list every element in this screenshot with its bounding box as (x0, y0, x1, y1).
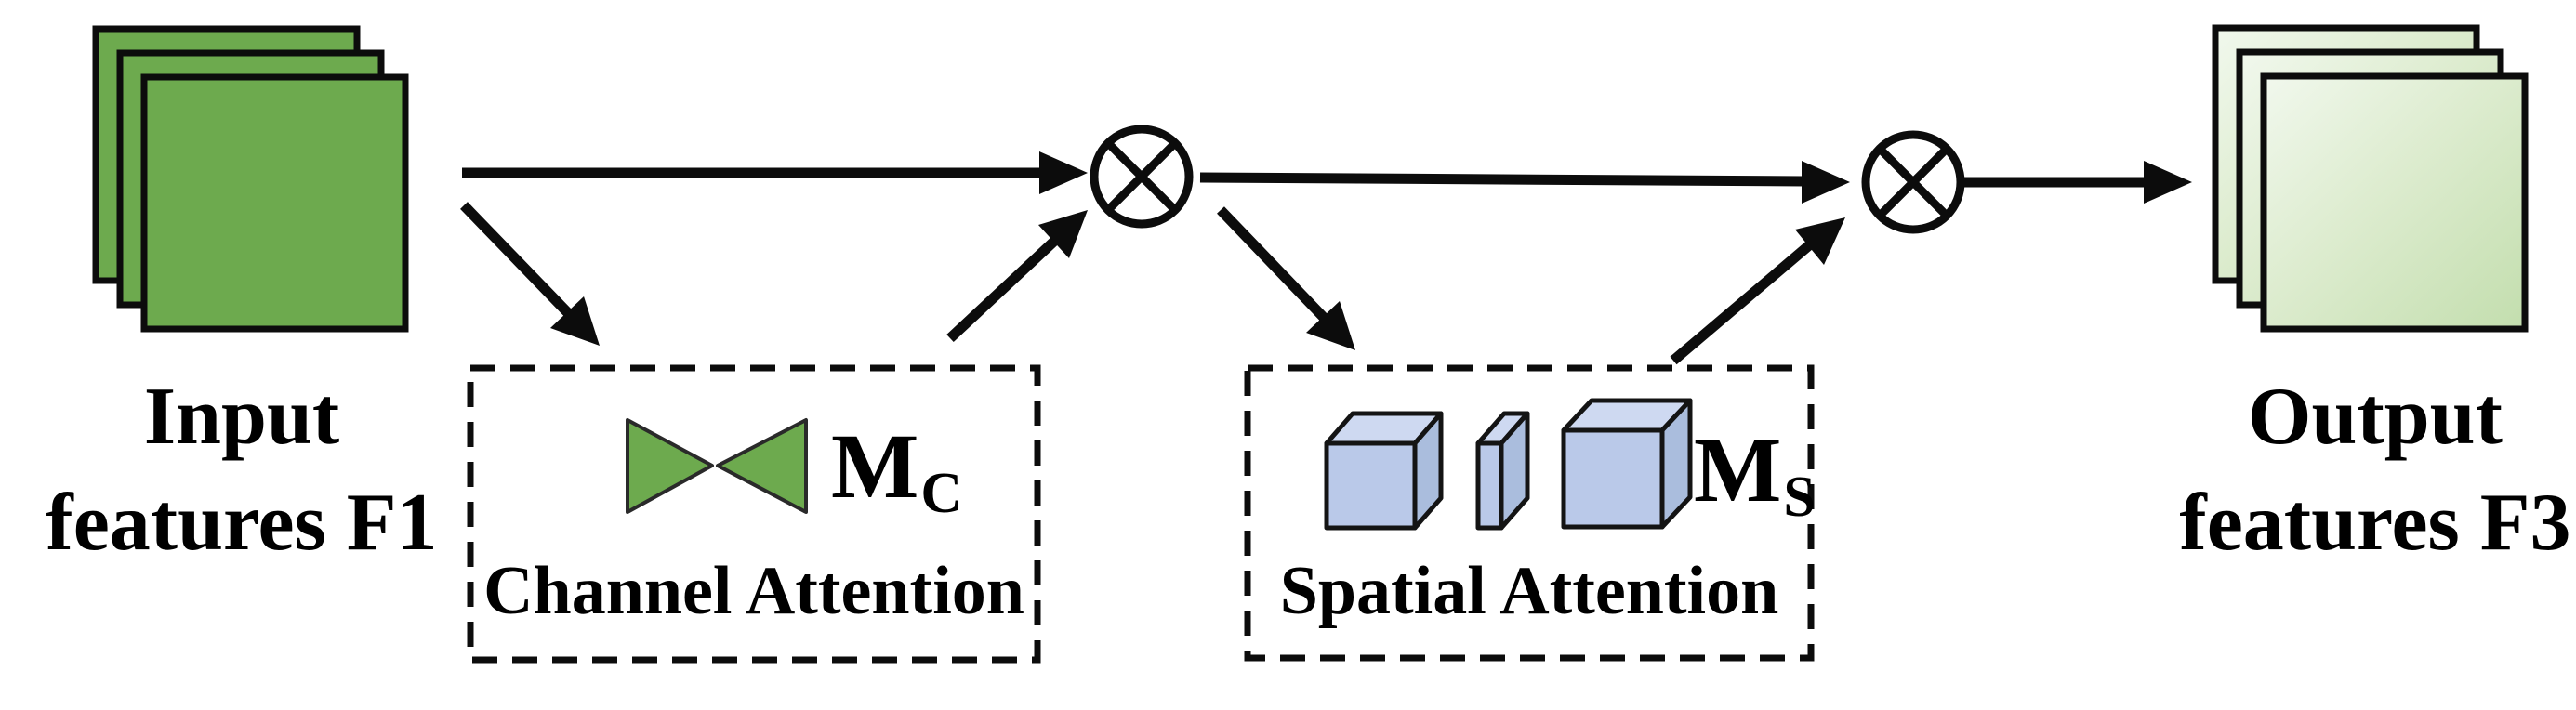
output-label-line2: features F3 (2179, 478, 2571, 568)
input-features-label: Input features F1 (19, 364, 465, 576)
arrow-channel-box-to-multiply1 (946, 210, 1088, 343)
arrow-multiply1-to-multiply2 (1199, 161, 1850, 204)
output-feature-stack (2212, 24, 2529, 333)
arrow-spatial-box-to-multiply2 (1670, 217, 1845, 365)
arrow-input-to-multiply1 (462, 151, 1088, 194)
arrow-input-to-channel-box (460, 202, 600, 346)
spatial-mask-m: M (1694, 418, 1782, 521)
feature-map-layer (2260, 72, 2529, 333)
input-label-line2: features F1 (46, 478, 438, 568)
channel-mask-subscript: C (920, 462, 963, 525)
cubes-icon (1324, 398, 1693, 531)
output-features-label: Output features F3 (2157, 364, 2576, 576)
arrow-multiply2-to-output (1963, 161, 2192, 204)
arrow-multiply1-to-spatial-box (1217, 206, 1355, 350)
multiply-icon (1861, 130, 1965, 234)
multiply-icon (1090, 125, 1194, 229)
input-label-line1: Input (143, 372, 340, 462)
input-feature-stack (92, 25, 409, 333)
spatial-mask-symbol: MS (1694, 424, 1816, 530)
output-label-line1: Output (2248, 372, 2503, 462)
feature-map-layer (140, 73, 409, 333)
spatial-attention-label: Spatial Attention (1279, 553, 1779, 629)
channel-mask-symbol: MC (831, 420, 963, 526)
channel-mask-m: M (831, 414, 919, 518)
spatial-mask-subscript: S (1783, 466, 1816, 529)
channel-attention-box (467, 364, 1041, 664)
spatial-attention-box (1244, 364, 1815, 662)
channel-attention-label: Channel Attention (483, 553, 1024, 629)
bowtie-icon (626, 418, 808, 514)
